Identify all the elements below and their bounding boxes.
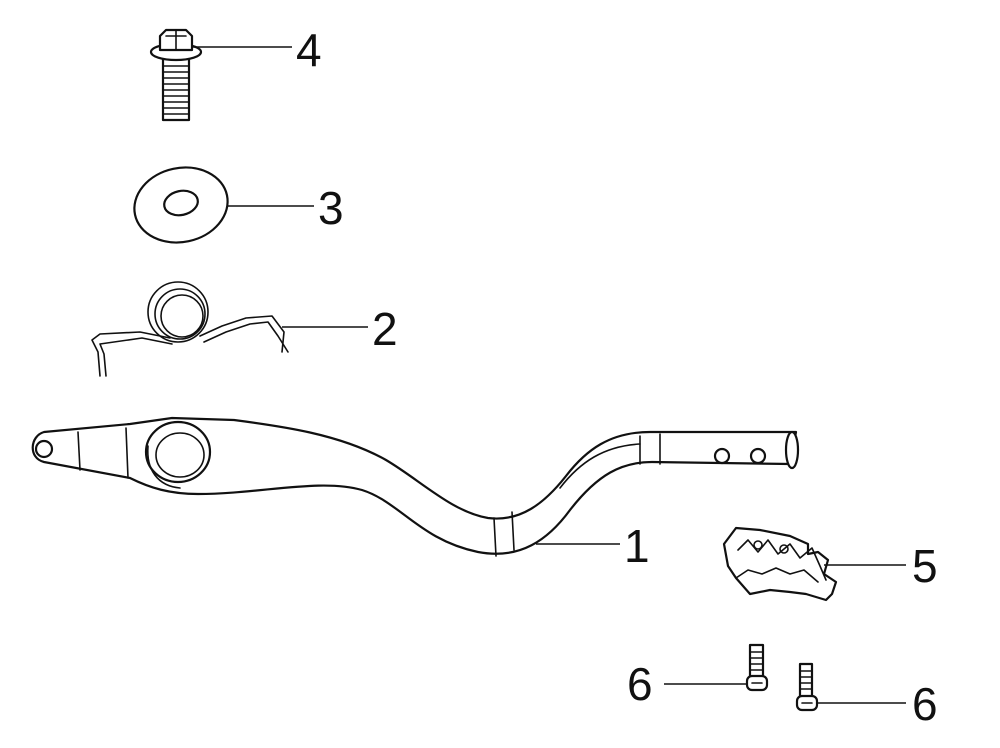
screw-left — [745, 643, 769, 692]
flange-bolt — [149, 28, 203, 122]
callout-1: 1 — [624, 520, 650, 572]
screw-right — [795, 662, 819, 712]
callout-6-left: 6 — [627, 658, 653, 710]
brake-pedal-arm — [31, 416, 800, 557]
callout-3: 3 — [318, 182, 344, 234]
callout-2: 2 — [372, 303, 398, 355]
washer — [133, 166, 229, 244]
callout-4: 4 — [296, 24, 322, 76]
callout-5: 5 — [912, 540, 938, 592]
foot-pad — [722, 526, 838, 602]
callout-6-right: 6 — [912, 678, 938, 730]
torsion-spring — [91, 281, 289, 377]
